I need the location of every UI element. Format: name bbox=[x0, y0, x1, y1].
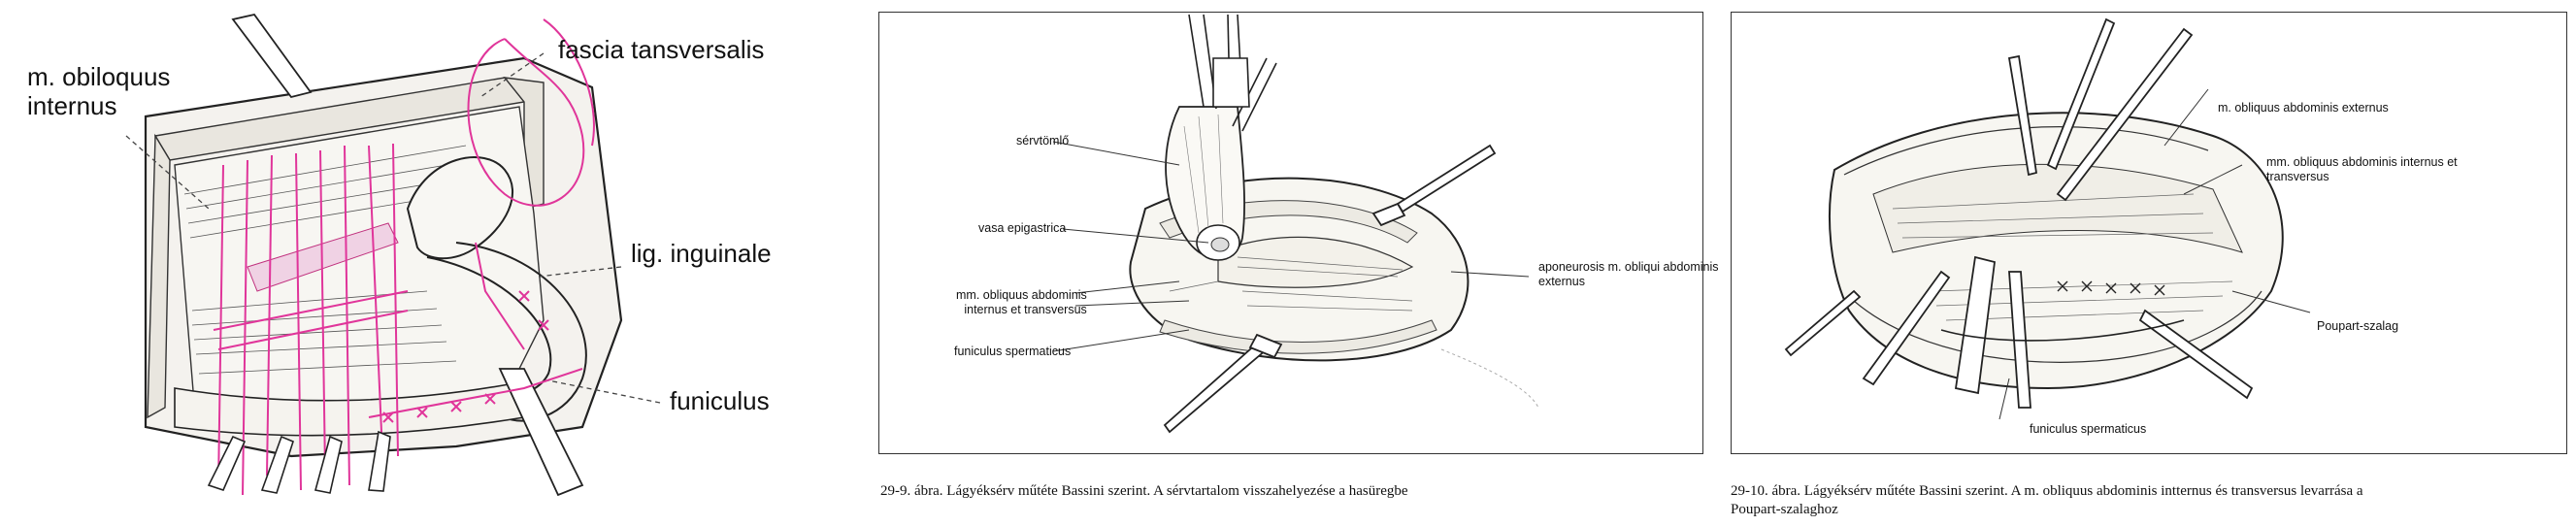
label-lig-inguinale: lig. inguinale bbox=[631, 239, 772, 268]
label-obliquus-internus-transversus: mm. obliquus abdominis internus et trans… bbox=[2266, 155, 2458, 183]
label-vasa-epigastrica: vasa epigastrica bbox=[978, 221, 1067, 235]
surgical-illustration-3 bbox=[1784, 17, 2311, 420]
label-funiculus-spermaticus: funiculus spermaticus bbox=[954, 345, 1072, 358]
surgical-illustration-2 bbox=[1052, 14, 1539, 434]
label-funiculus-spermaticus: funiculus spermaticus bbox=[2030, 422, 2147, 436]
label-fascia-transversalis: fascia tansversalis bbox=[558, 35, 765, 64]
figure-bassini-suture-colored: m. obiloquus internus fascia tansversali… bbox=[0, 0, 835, 526]
label-hernia-sac: sérvtömlő bbox=[1016, 134, 1070, 148]
surgical-illustration-1 bbox=[125, 13, 661, 497]
caption-29-10: 29-10. ábra. Lágyéksérv műtéte Bassini s… bbox=[1731, 483, 2363, 517]
figure-29-9: sérvtömlő vasa epigastrica mm. obliquus … bbox=[869, 0, 1723, 526]
label-obliquus-internus-transversus: mm. obliquus abdominis internus et trans… bbox=[956, 288, 1087, 316]
figure-frame bbox=[878, 12, 1703, 454]
label-obliquus-externus: m. obliquus abdominis externus bbox=[2218, 101, 2389, 115]
label-obliquus-internus: m. obiloquus internus bbox=[27, 62, 171, 120]
figure-frame bbox=[1731, 12, 2567, 454]
label-aponeurosis: aponeurosis m. obliqui abdominis externu… bbox=[1538, 260, 1719, 288]
figure-29-10: m. obliquus abdominis externus mm. obliq… bbox=[1728, 0, 2576, 526]
label-funiculus: funiculus bbox=[670, 386, 770, 415]
label-poupart-szalag: Poupart-szalag bbox=[2317, 319, 2399, 333]
caption-29-9: 29-9. ábra. Lágyéksérv műtéte Bassini sz… bbox=[880, 483, 1408, 499]
